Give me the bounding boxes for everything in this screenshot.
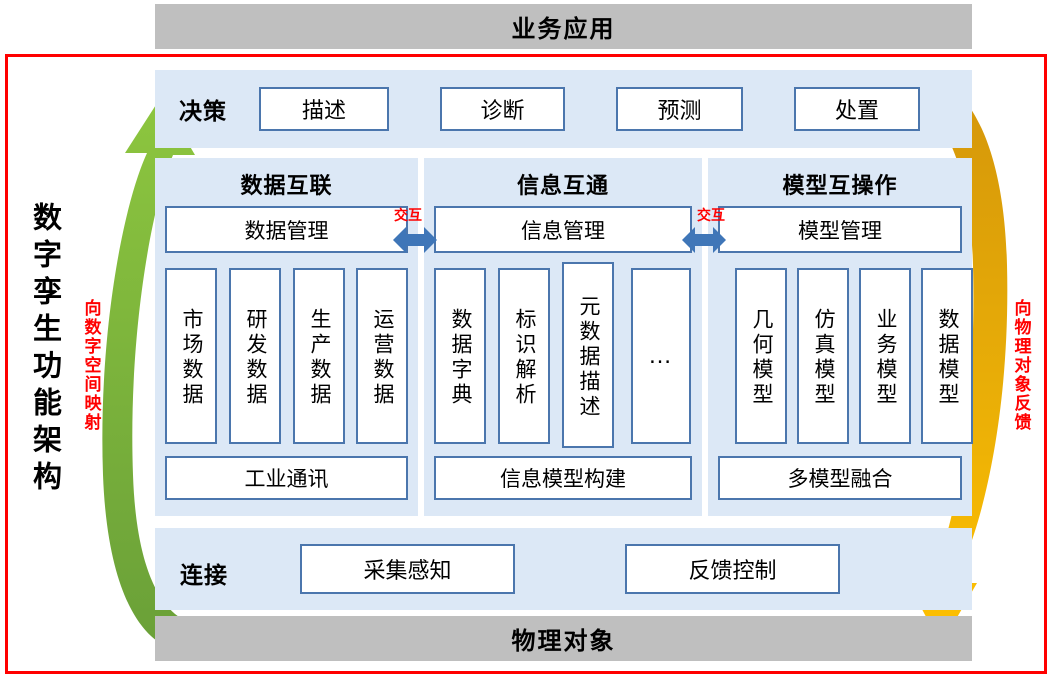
decision-item-dispose[interactable]: 处置 (794, 87, 920, 131)
column-model-interoperability: 模型互操作 模型管理 几何模型 仿真模型 业务模型 数据模型 多模型融合 (708, 158, 973, 516)
item-data-model[interactable]: 数据模型 (921, 268, 973, 444)
item-metadata-description[interactable]: 元数据描述 (562, 262, 614, 448)
item-business-model[interactable]: 业务模型 (859, 268, 911, 444)
information-management-box[interactable]: 信息管理 (434, 206, 692, 253)
interaction-label-1: 交互 (394, 207, 422, 223)
multi-model-fusion-box[interactable]: 多模型融合 (718, 456, 962, 500)
decision-item-predict[interactable]: 预测 (616, 87, 743, 131)
item-identifier-resolution[interactable]: 标识解析 (498, 268, 550, 444)
mapping-to-digital-space-caption: 向数字空间映射 (81, 298, 101, 432)
model-management-box[interactable]: 模型管理 (718, 206, 962, 253)
industrial-communication-box[interactable]: 工业通讯 (165, 456, 408, 500)
item-simulation-model[interactable]: 仿真模型 (797, 268, 849, 444)
interaction-double-arrow-1 (393, 227, 437, 253)
connect-item-acquisition-sensing[interactable]: 采集感知 (300, 544, 515, 594)
feedback-to-physical-object-caption: 向物理对象反馈 (1011, 298, 1031, 432)
item-ellipsis[interactable]: … (631, 268, 691, 444)
column-3-heading: 模型互操作 (782, 173, 898, 198)
data-management-box[interactable]: 数据管理 (165, 206, 408, 253)
column-information-interoperation: 信息互通 信息管理 数据字典 标识解析 元数据描述 … 信息模型构建 (424, 158, 702, 516)
column-2-heading: 信息互通 (516, 173, 609, 198)
business-application-bar: 业务应用 (155, 4, 972, 49)
business-application-label: 业务应用 (511, 16, 616, 43)
connection-layer-panel: 连接 采集感知 反馈控制 (155, 528, 972, 610)
physical-object-label: 物理对象 (511, 628, 616, 655)
page-title: 数字孪生功能架构 (28, 202, 61, 498)
physical-object-bar: 物理对象 (155, 616, 972, 661)
item-production-data[interactable]: 生产数据 (293, 268, 345, 444)
item-geometric-model[interactable]: 几何模型 (735, 268, 787, 444)
column-data-interconnection: 数据互联 数据管理 市场数据 研发数据 生产数据 运营数据 工业通讯 (155, 158, 418, 516)
decision-layer-label: 决策 (179, 98, 227, 124)
decision-layer-panel: 决策 描述 诊断 预测 处置 (155, 70, 972, 148)
item-data-dictionary[interactable]: 数据字典 (434, 268, 486, 444)
connection-layer-label: 连接 (180, 562, 228, 588)
decision-item-diagnose[interactable]: 诊断 (440, 87, 565, 131)
item-operation-data[interactable]: 运营数据 (356, 268, 408, 444)
decision-item-describe[interactable]: 描述 (259, 87, 389, 131)
interaction-label-2: 交互 (697, 207, 725, 223)
connect-item-feedback-control[interactable]: 反馈控制 (625, 544, 840, 594)
item-market-data[interactable]: 市场数据 (165, 268, 217, 444)
interaction-double-arrow-2 (682, 227, 726, 253)
architecture-frame (5, 54, 1047, 674)
item-rd-data[interactable]: 研发数据 (229, 268, 281, 444)
column-1-heading: 数据互联 (240, 173, 333, 198)
information-model-construction-box[interactable]: 信息模型构建 (434, 456, 692, 500)
